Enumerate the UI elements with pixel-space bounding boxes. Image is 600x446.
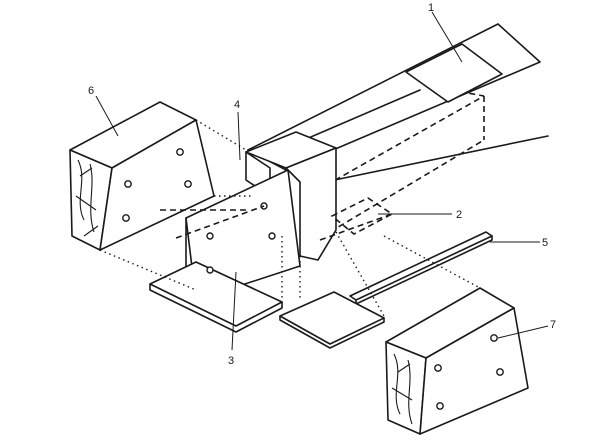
vertical-bracket-plate-part-3 bbox=[149, 169, 301, 333]
thin-strip-part-5 bbox=[349, 231, 493, 305]
inner-plate-part-2 bbox=[319, 197, 394, 241]
callout-2: 2 bbox=[456, 209, 462, 221]
left-wood-block-part-6 bbox=[69, 101, 215, 251]
bottom-plate bbox=[279, 291, 385, 349]
top-plate-part-1 bbox=[405, 43, 503, 103]
centre-lines bbox=[160, 205, 265, 239]
callout-4: 4 bbox=[234, 99, 240, 111]
callout-6: 6 bbox=[88, 85, 94, 97]
right-wood-block-part-7 bbox=[385, 287, 529, 435]
callout-5: 5 bbox=[542, 237, 548, 249]
callout-1: 1 bbox=[428, 2, 434, 14]
callout-3: 3 bbox=[228, 355, 234, 367]
callout-labels: 1 2 3 4 5 6 7 bbox=[88, 2, 556, 367]
assembly-guide-lines bbox=[99, 119, 481, 317]
callout-leaders bbox=[95, 11, 549, 351]
callout-7: 7 bbox=[550, 319, 556, 331]
